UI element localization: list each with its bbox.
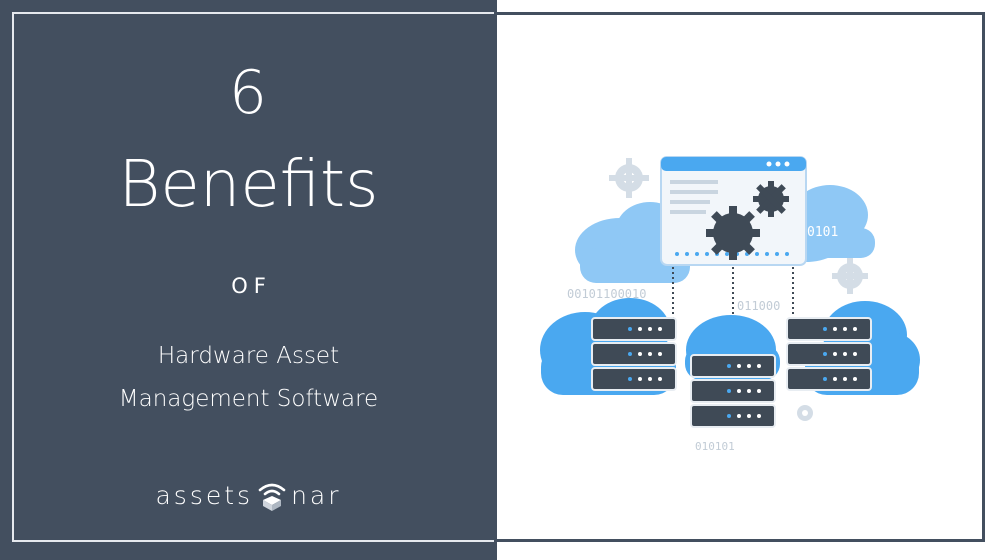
title-connector: OF [231,274,272,298]
cloud-servers-illustration: 0101 00101100010 011000 010101 [540,156,920,453]
left-panel [0,0,497,560]
subtitle-line-2: Management Software [118,386,379,412]
binary-text: 010101 [695,440,735,453]
brand-logo: assets nar [0,478,497,512]
server-rack-icon [786,317,872,391]
gear-icon [706,206,760,260]
title-word: Benefits [118,148,379,222]
title-number: 6 [228,58,269,128]
sonar-wifi-box-icon [258,483,286,511]
server-rack-icon [690,354,776,428]
subtitle-line-1: Hardware Asset [157,343,340,369]
gear-icon [609,158,649,198]
binary-text: 00101100010 [567,287,646,301]
server-rack-icon [591,317,677,391]
logo-text-end: nar [291,480,342,510]
binary-text: 0101 [807,225,838,240]
gear-icon [832,258,868,294]
gear-icon [753,181,789,217]
logo-text-start: assets [155,480,254,510]
gear-icon [797,405,813,421]
binary-text: 011000 [737,299,780,313]
left-frame-border [12,12,494,542]
right-frame-border [497,12,985,542]
